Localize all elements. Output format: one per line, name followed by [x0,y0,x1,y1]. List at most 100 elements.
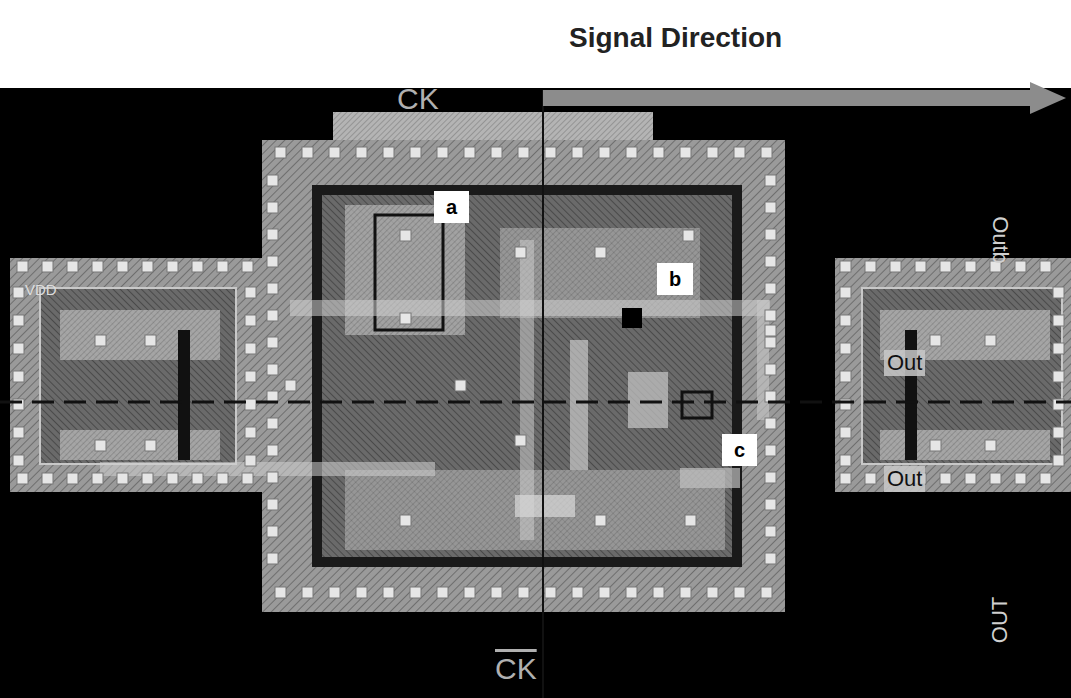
contact [42,261,53,272]
contact [192,261,203,272]
contact [13,427,24,438]
contact [765,202,776,213]
contact [707,587,718,598]
contact [840,261,851,272]
contact [761,147,772,158]
signal-name: CK [394,82,442,116]
contact [455,380,466,391]
contact [13,315,24,326]
center-well [322,195,732,557]
poly-wire [570,340,588,470]
contact [267,445,278,456]
contact [142,473,153,484]
right-well [862,288,1062,464]
contact [400,313,411,324]
contact [67,261,78,272]
contact [765,499,776,510]
contact [95,335,106,346]
contact [245,315,256,326]
contact [302,147,313,158]
contact [890,261,901,272]
contact [267,229,278,240]
contact [1053,343,1064,354]
contact [242,261,253,272]
contact [267,175,278,186]
contact [275,587,286,598]
diffusion [345,470,725,550]
contact [464,587,475,598]
contact-group [13,147,1064,598]
signal-name: CK [492,652,540,686]
contact [765,418,776,429]
callout-letter: c [722,434,757,466]
contact [117,473,128,484]
contact [761,587,772,598]
contact [626,587,637,598]
contact [765,337,776,348]
contact [930,335,941,346]
contact [545,147,556,158]
device-c [682,392,712,418]
contact [437,587,448,598]
contact [491,587,502,598]
contact [734,587,745,598]
contact [840,427,851,438]
contact [245,427,256,438]
contact [145,440,156,451]
contact [865,473,876,484]
right-cell [835,258,1071,492]
contact [680,147,691,158]
pin-name: Out [884,350,925,376]
contact [267,337,278,348]
contact [915,261,926,272]
contact [491,147,502,158]
contact [245,455,256,466]
contact [840,473,851,484]
contact [765,553,776,564]
background [0,88,1071,698]
contact [765,310,776,321]
contact [1053,371,1064,382]
contact [1053,455,1064,466]
left-diffusion [60,310,220,360]
left-gate [178,330,190,460]
left-cell [10,258,265,492]
contact [518,587,529,598]
contact [217,261,228,272]
contact [242,473,253,484]
contact [267,391,278,402]
contact [245,399,256,410]
contact [515,435,526,446]
contact [965,261,976,272]
contact [685,515,696,526]
callout-letter: b [657,263,693,295]
contact [765,526,776,537]
contact [965,473,976,484]
contact [267,310,278,321]
contact [765,325,776,336]
contact [765,472,776,483]
contact [267,472,278,483]
contact [142,261,153,272]
poly-wire [628,372,668,428]
center-ring [312,185,742,567]
contact [765,445,776,456]
direction-arrowhead [1030,82,1066,114]
contact [167,261,178,272]
contact [245,287,256,298]
contact [1015,473,1026,484]
contact [329,147,340,158]
contact [765,229,776,240]
contact [765,175,776,186]
contact [285,380,296,391]
contact [680,587,691,598]
pin-name: Outb [987,213,1013,267]
contact [572,587,583,598]
contact [626,147,637,158]
contact [13,287,24,298]
contact [595,515,606,526]
pin-name: VDD [22,280,60,299]
contact [267,364,278,375]
contact [145,335,156,346]
